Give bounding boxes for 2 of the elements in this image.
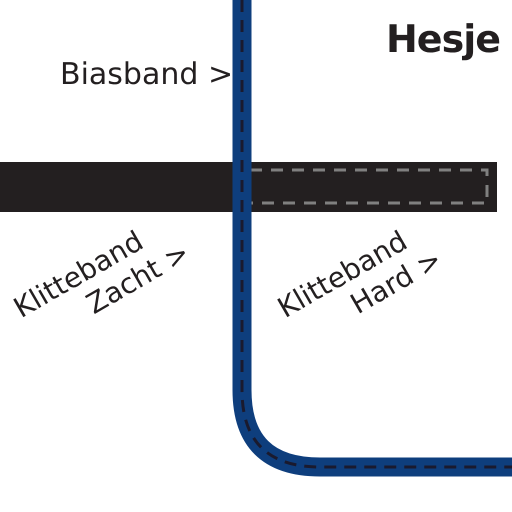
title: Hesje xyxy=(386,18,500,60)
part-label: Biasband > xyxy=(60,58,234,92)
